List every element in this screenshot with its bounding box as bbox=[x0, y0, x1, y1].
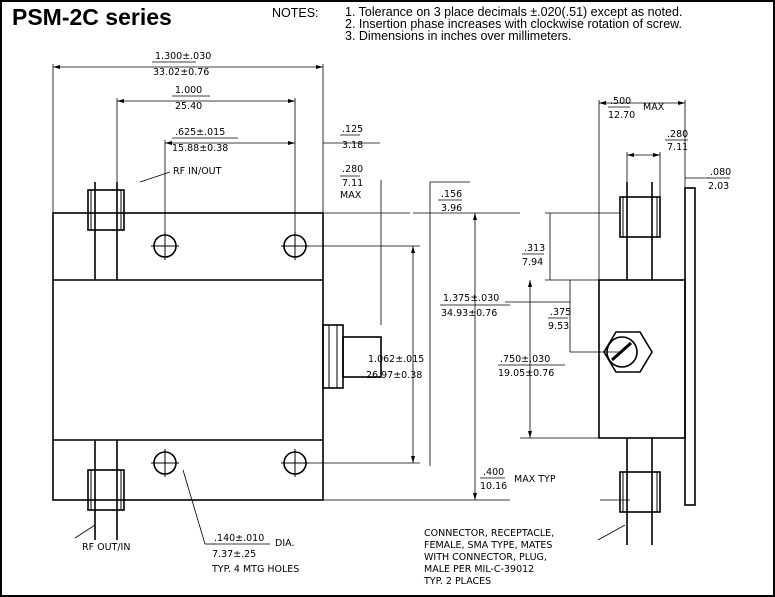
label-rf-out-in: RF OUT/IN bbox=[82, 542, 130, 553]
connector-note-line: CONNECTOR, RECEPTACLE, bbox=[424, 528, 554, 539]
dim-hole-dia-note: TYP. 4 MTG HOLES bbox=[211, 564, 299, 575]
rf-connector-top bbox=[87, 182, 125, 280]
dim-side-connector-in: .280 bbox=[667, 129, 688, 140]
dim-screw-projection-in: .280 bbox=[342, 164, 363, 175]
dim-hole-spacing-in: .625±.015 bbox=[175, 127, 225, 138]
notes-list: 1. Tolerance on 3 place decimals ±.020(.… bbox=[345, 5, 683, 43]
connector-note-line: TYP. 2 PLACES bbox=[423, 576, 491, 587]
dim-hole-edge-offset-in: .125 bbox=[342, 124, 363, 135]
dim-side-max-width-note: MAX bbox=[643, 102, 665, 113]
mounting-hole bbox=[151, 449, 179, 477]
dim-side-max-width-in: .500 bbox=[610, 96, 631, 107]
dim-side-max-width-mm: 12.70 bbox=[608, 110, 635, 121]
dim-flange-thickness-mm: 2.03 bbox=[708, 181, 729, 192]
dim-body-height-in: 1.375±.030 bbox=[443, 293, 499, 304]
dim-overall-length-in: 1.300±.030 bbox=[155, 51, 211, 62]
side-view-flange bbox=[684, 187, 696, 506]
dim-hole-vspacing-mm: 26.97±0.38 bbox=[366, 370, 422, 381]
dim-screw-center-in: .375 bbox=[550, 307, 571, 318]
dim-screw-projection-note: MAX bbox=[340, 190, 362, 201]
page-title: PSM-2C series bbox=[12, 4, 172, 30]
dim-connector-length-mm: 10.16 bbox=[480, 481, 507, 492]
dim-side-top-offset-mm: 7.94 bbox=[522, 257, 543, 268]
dim-overall-length-mm: 33.02±0.76 bbox=[153, 67, 209, 78]
dim-body-height-mm: 34.93±0.76 bbox=[441, 308, 497, 319]
rf-connector-bottom bbox=[87, 440, 125, 540]
dim-screw-projection-mm: 7.11 bbox=[342, 178, 363, 189]
connector-note-line: FEMALE, SMA TYPE, MATES bbox=[424, 540, 552, 551]
note-item: 2. Insertion phase increases with clockw… bbox=[345, 17, 682, 31]
dim-top-offset-mm: 3.96 bbox=[441, 203, 462, 214]
dim-connector-length-note: MAX TYP bbox=[514, 474, 556, 485]
dim-screw-center-mm: 9.53 bbox=[548, 321, 569, 332]
dim-side-body-height-mm: 19.05±0.76 bbox=[498, 368, 554, 379]
notes-label: NOTES: bbox=[272, 6, 319, 20]
side-connector-bottom bbox=[619, 438, 661, 545]
mounting-hole bbox=[151, 232, 179, 260]
connector-note-line: WITH CONNECTOR, PLUG, bbox=[424, 552, 547, 563]
mounting-hole bbox=[281, 449, 309, 477]
note-item: 1. Tolerance on 3 place decimals ±.020(.… bbox=[345, 5, 683, 19]
dim-hole-span-mm: 25.40 bbox=[175, 101, 202, 112]
dim-side-body-height-in: .750±.030 bbox=[500, 354, 550, 365]
dim-top-offset-in: .156 bbox=[441, 189, 462, 200]
side-connector-top bbox=[619, 182, 661, 280]
dim-hole-span-in: 1.000 bbox=[175, 85, 202, 96]
dim-hole-dia-mm: 7.37±.25 bbox=[212, 549, 256, 560]
dim-side-connector-mm: 7.11 bbox=[667, 142, 688, 153]
adjustment-screw-front bbox=[322, 324, 382, 389]
dim-connector-length-in: .400 bbox=[483, 467, 504, 478]
mounting-hole bbox=[281, 232, 309, 260]
front-view-body bbox=[52, 212, 324, 501]
dim-side-top-offset-in: .313 bbox=[524, 243, 545, 254]
connector-note-line: MALE PER MIL-C-39012 bbox=[424, 564, 534, 575]
dim-hole-edge-offset-mm: 3.18 bbox=[342, 140, 363, 151]
dim-hole-dia-suffix: DIA. bbox=[275, 538, 294, 549]
dim-hole-dia-in: .140±.010 bbox=[214, 533, 264, 544]
dim-hole-spacing-mm: 15.88±0.38 bbox=[172, 143, 228, 154]
dim-flange-thickness-in: .080 bbox=[710, 167, 731, 178]
label-rf-in-out: RF IN/OUT bbox=[173, 166, 222, 177]
note-item: 3. Dimensions in inches over millimeters… bbox=[345, 29, 572, 43]
dim-hole-vspacing-in: 1.062±.015 bbox=[368, 354, 424, 365]
